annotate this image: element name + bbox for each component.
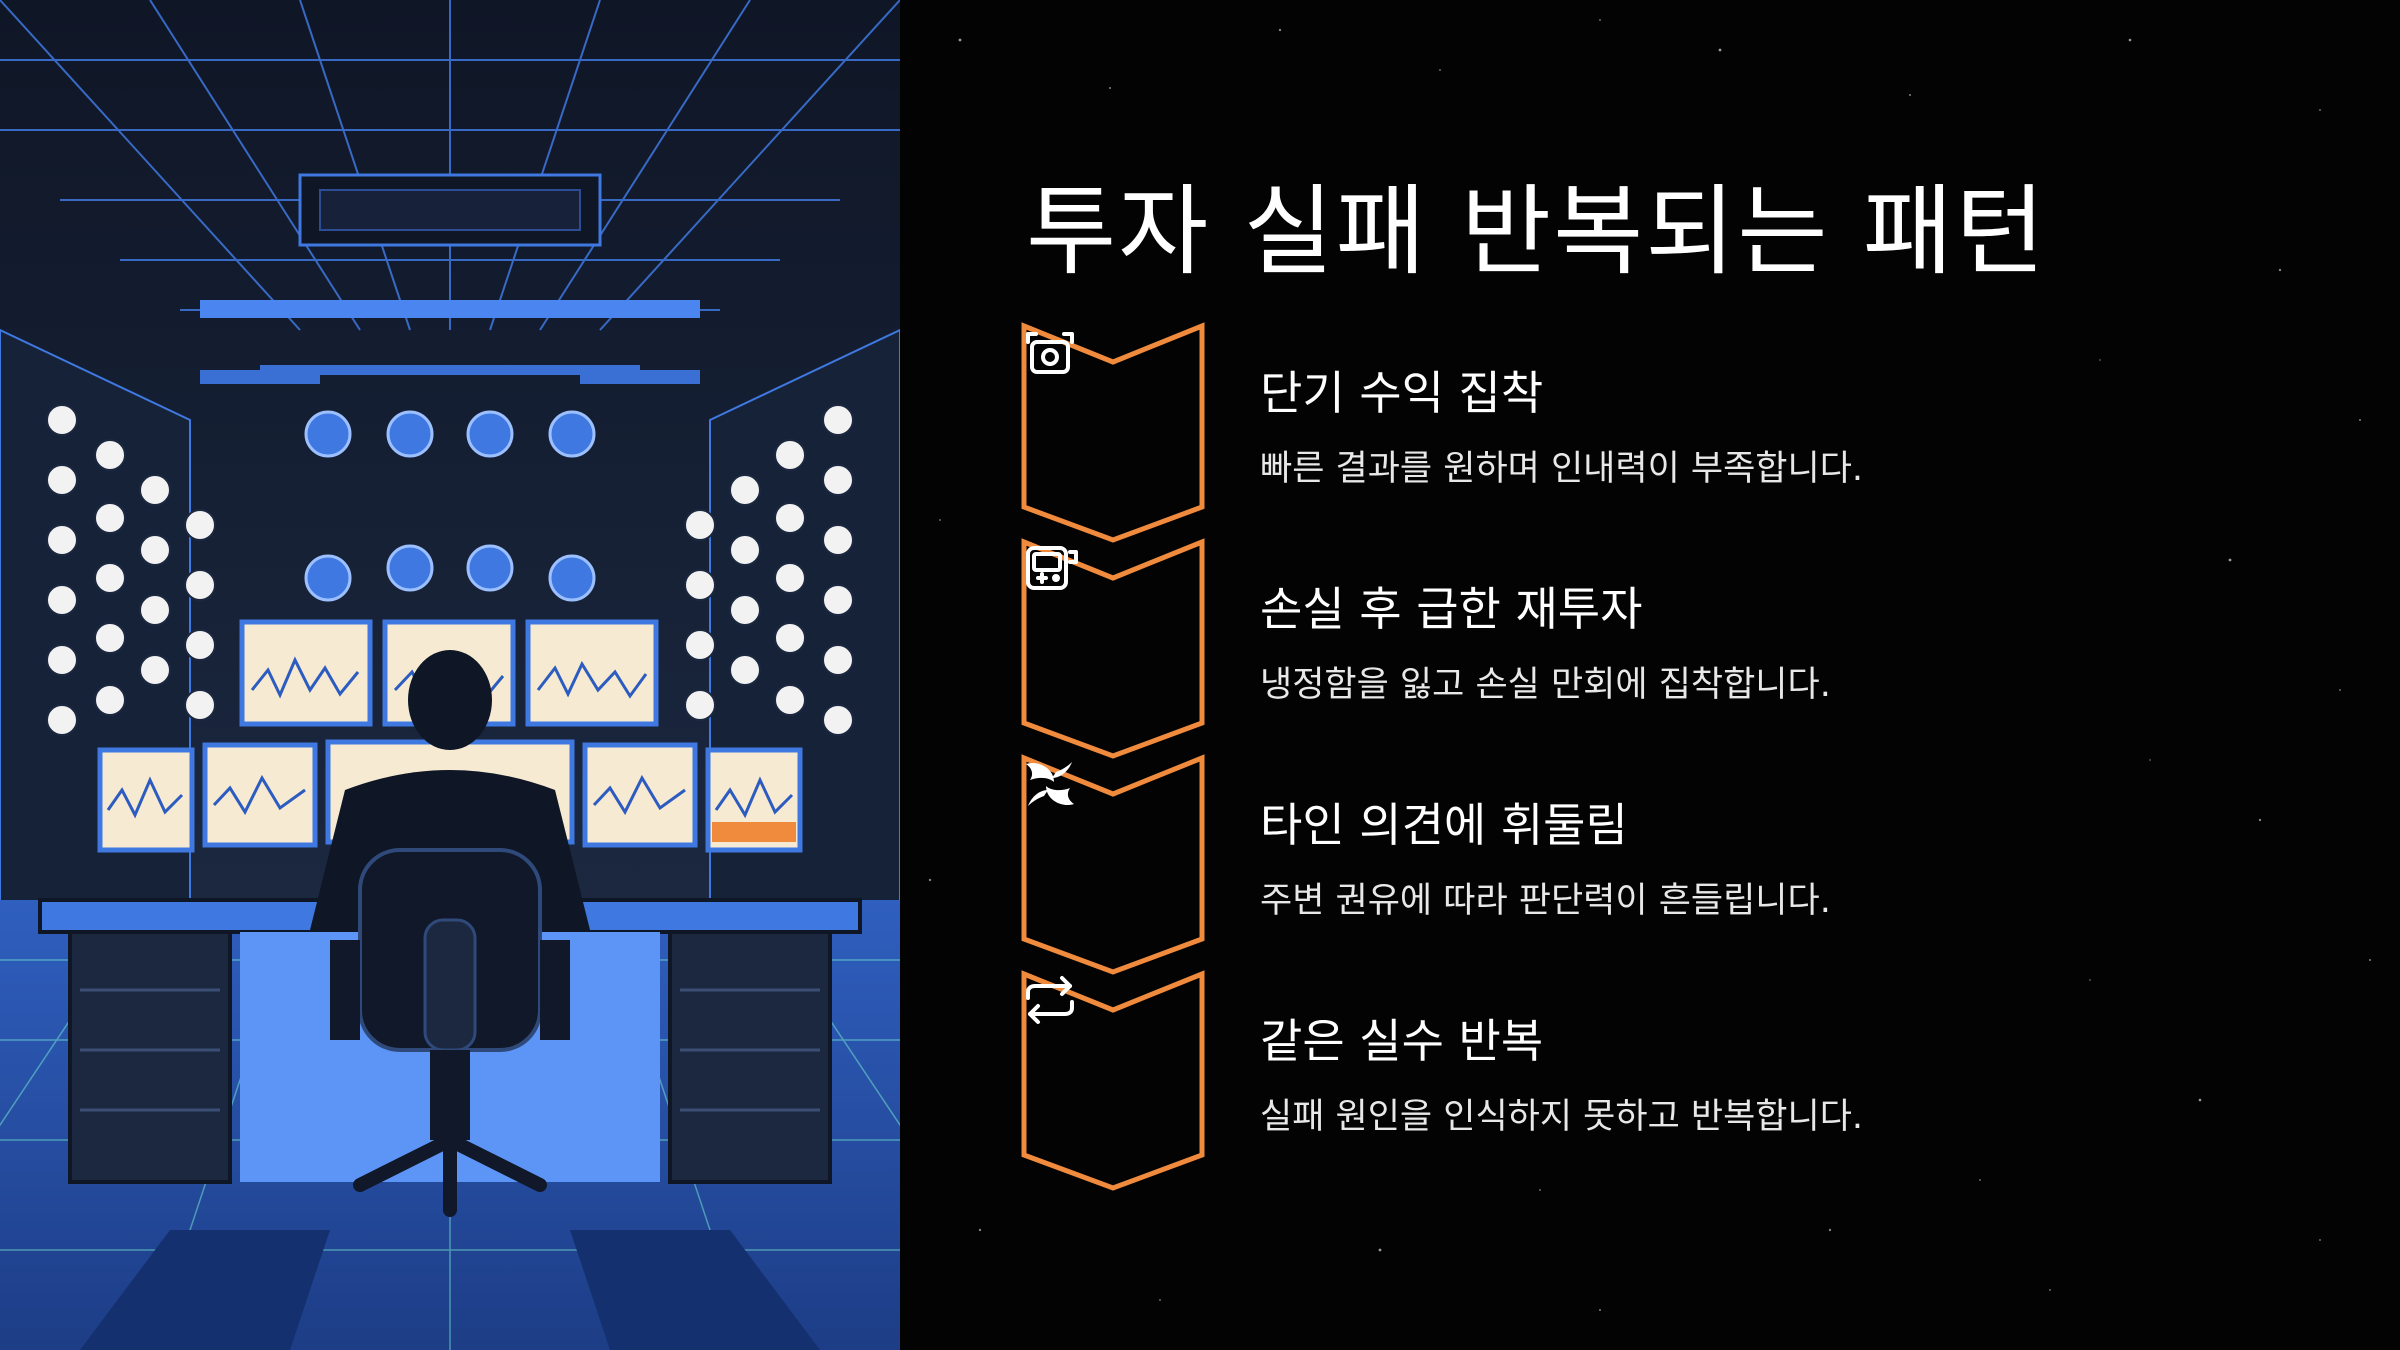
pattern-title: 단기 수익 집착 [1260,366,1544,420]
pattern-description: 냉정함을 잃고 손실 만회에 집착합니다. [1260,665,1831,705]
game-device-icon [1026,546,1078,590]
pattern-description: 빠른 결과를 원하며 인내력이 부족합니다. [1260,449,1864,489]
pattern-description: 주변 권유에 따라 판단력이 흔들립니다. [1260,881,1831,921]
pattern-item-hasty-reinvestment: 손실 후 급한 재투자 냉정함을 잃고 손실 만회에 집착합니다. [1020,538,2320,760]
pattern-title: 손실 후 급한 재투자 [1260,582,1643,636]
pattern-item-swayed-by-others: 타인 의견에 휘둘림 주변 권유에 따라 판단력이 흔들립니다. [1020,754,2320,976]
pattern-item-repeat-mistakes: 같은 실수 반복 실패 원인을 인식하지 못하고 반복합니다. [1020,970,2320,1192]
trading-room-image [0,0,900,1350]
page-title: 투자 실패 반복되는 패턴 [1026,175,2048,289]
starfield-background [928,19,2371,1311]
pattern-title: 타인 의견에 휘둘림 [1260,798,1628,852]
pattern-description: 실패 원인을 인식하지 못하고 반복합니다. [1260,1097,1864,1137]
pattern-item-short-term-profit: 단기 수익 집착 빠른 결과를 원하며 인내력이 부족합니다. [1020,322,2320,544]
content-panel: 투자 실패 반복되는 패턴 단기 수익 집착 [900,0,2400,1350]
chevron-outline [1021,538,1205,759]
swirl-icon [1026,762,1074,806]
chevron-outline [1021,970,1205,1191]
chevron-badge [1020,970,1206,1192]
chevron-outline [1021,754,1205,975]
pattern-title: 같은 실수 반복 [1260,1014,1544,1068]
repeat-arrows-icon [1026,976,1074,1024]
chevron-badge [1020,322,1206,544]
chevron-badge [1020,538,1206,760]
chevron-badge [1020,754,1206,976]
trading-room-illustration [0,0,900,1350]
camera-frame-icon [1026,332,1074,374]
chevron-outline [1021,322,1205,543]
